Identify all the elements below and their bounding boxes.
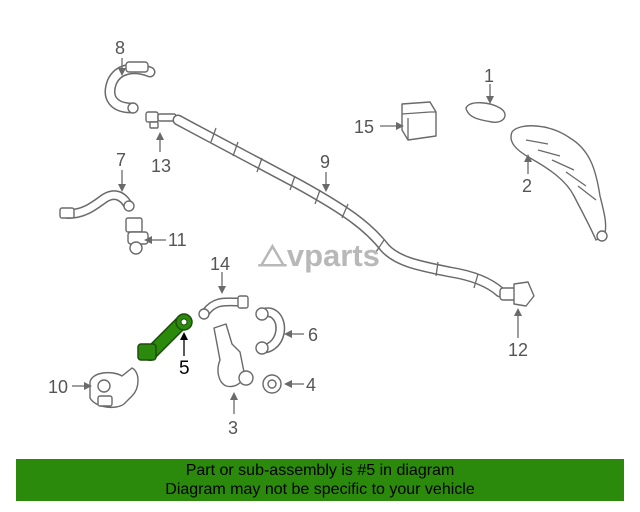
- part-13-fitting: [145, 111, 177, 129]
- callout-4: 4: [306, 375, 316, 395]
- part-8-hose: [104, 61, 156, 114]
- part-4-grommet: [262, 374, 282, 394]
- part-15-module: [401, 101, 437, 141]
- part-2-assembly: [510, 125, 608, 242]
- part-9-hose: [172, 114, 506, 298]
- part-14-tube: [198, 295, 249, 320]
- info-banner: Part or sub-assembly is #5 in diagram Di…: [16, 459, 624, 501]
- vparts-logo: ⧍vparts: [258, 238, 380, 273]
- part-7-hose: [59, 190, 135, 219]
- callout-11: 11: [168, 230, 187, 250]
- callout-12: 12: [508, 340, 528, 360]
- callout-6: 6: [308, 325, 318, 345]
- callout-9: 9: [320, 152, 330, 172]
- part-10-connector: [89, 367, 139, 409]
- callout-3: 3: [228, 418, 238, 438]
- callout-5: 5: [179, 358, 190, 379]
- banner-line-part: Part or sub-assembly is #5 in diagram: [185, 462, 455, 479]
- callout-8: 8: [115, 38, 125, 58]
- part-6-hose: [255, 307, 286, 355]
- callout-7: 7: [116, 150, 126, 170]
- callout-15: 15: [354, 117, 374, 137]
- part-5-tube-highlighted: [137, 313, 193, 361]
- callout-14: 14: [210, 254, 230, 274]
- callout-10: 10: [48, 377, 68, 397]
- part-3-junction: [213, 323, 254, 388]
- part-1-cap: [465, 102, 506, 123]
- part-12-connector: [499, 281, 535, 307]
- banner-line-disclaimer: Diagram may not be specific to your vehi…: [165, 481, 475, 498]
- callout-13: 13: [151, 156, 171, 176]
- callout-1: 1: [484, 66, 494, 86]
- part-11-valve: [125, 217, 149, 255]
- callout-2: 2: [522, 176, 532, 196]
- leader-lines: [72, 58, 532, 414]
